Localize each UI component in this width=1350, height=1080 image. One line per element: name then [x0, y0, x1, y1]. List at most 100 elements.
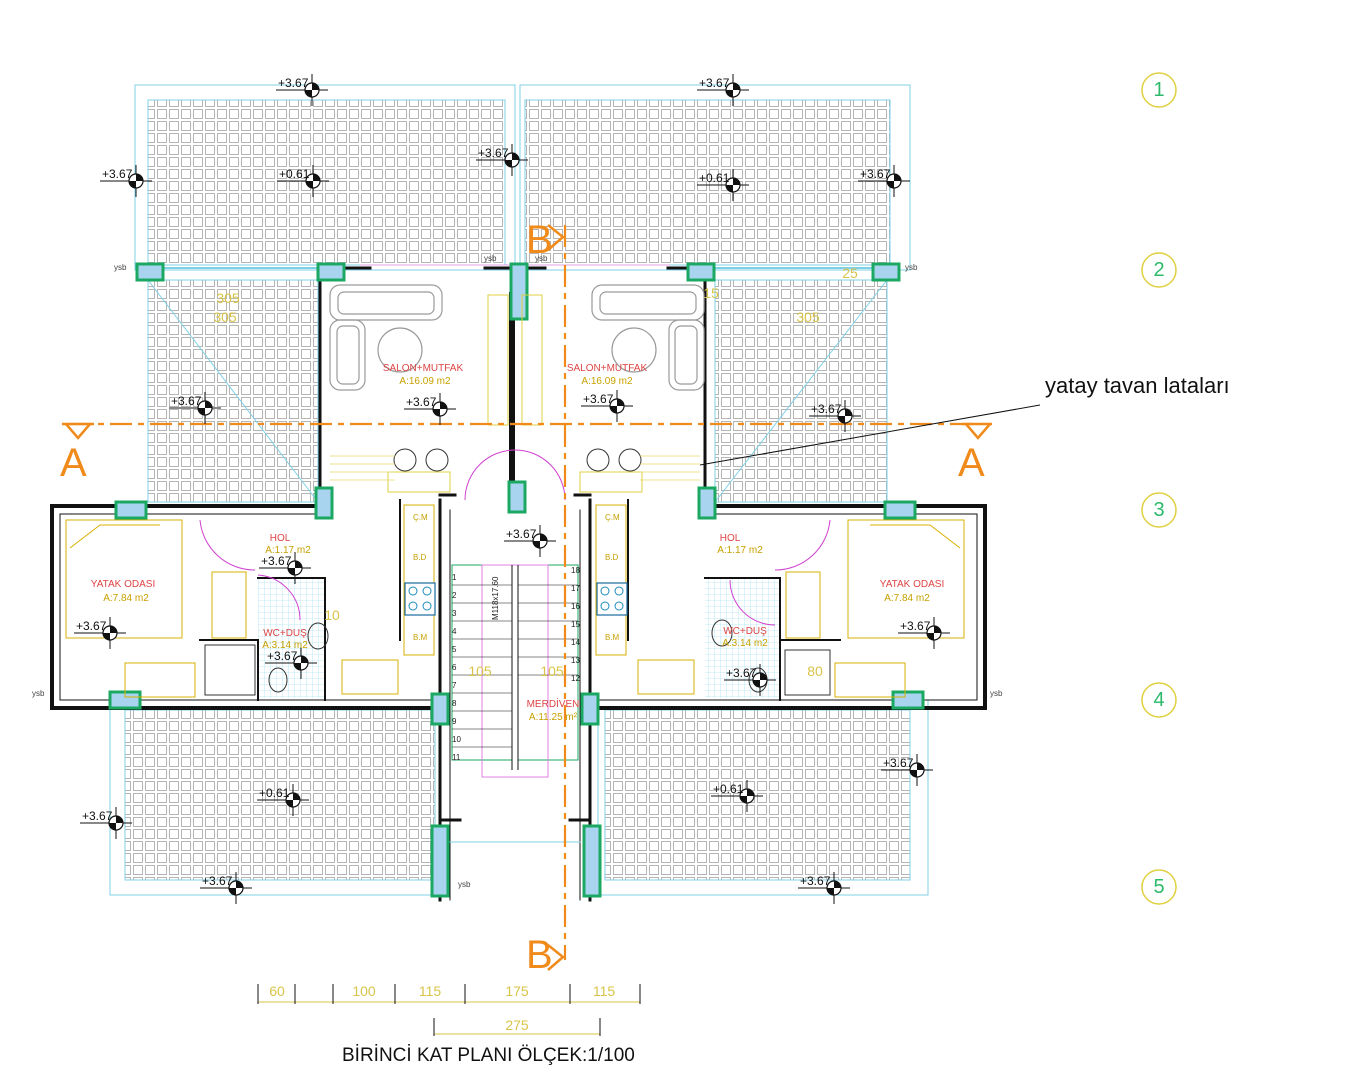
room-label-salon-left: SALON+MUTFAK — [383, 363, 464, 374]
balcony-left-upper — [147, 279, 319, 503]
elevation-marker-tr_mid: +0.61 — [697, 169, 749, 201]
room-label-wc-right: WC+DUŞ — [723, 626, 767, 637]
section-label-a-right: A — [958, 441, 985, 485]
bed-right — [785, 519, 965, 698]
room-label-stair: MERDİVEN — [527, 697, 580, 710]
elevation-marker-wc_right: +3.67 — [724, 664, 776, 696]
axis-label-2: 2 — [1153, 259, 1164, 281]
elevation-marker-tl_top: +3.67 — [276, 74, 328, 106]
stair-step-right-18: 18 — [571, 566, 580, 575]
elevation-markers: +3.67 +3.67 +3.67 +3.67 +0.61 +0.61 +3.67 +3.67… — [74, 74, 950, 904]
stair-step-left-11: 11 — [452, 753, 461, 762]
stair-step-left-5: 5 — [452, 645, 457, 654]
elevation-value-tr_mid: +0.61 — [699, 171, 730, 185]
stair-step-left-6: 6 — [452, 663, 457, 672]
sofa-left — [329, 284, 443, 391]
inner-dim-105-right: 105 — [540, 663, 564, 679]
room-area-wc-left: A:3.14 m2 — [262, 640, 308, 651]
axis-label-1: 1 — [1153, 79, 1164, 101]
fixture-bm-left: B.M — [413, 633, 428, 642]
elevation-value-hol_left: +3.67 — [261, 554, 292, 568]
elevation-value-tl_mid: +0.61 — [279, 167, 310, 181]
section-label-b-top: B — [526, 218, 553, 262]
room-area-hol-right: A:1.17 m2 — [717, 545, 763, 556]
fixture-bd-left: B.D — [413, 553, 427, 562]
room-label-hol-right: HOL — [720, 533, 741, 544]
ysb-label-4: ysb — [905, 263, 918, 272]
fixture-bm-right: B.M — [605, 633, 620, 642]
stair-step-right-12: 12 — [571, 674, 580, 683]
elevation-value-bal_right: +3.67 — [811, 402, 842, 416]
elevation-value-bl_left: +3.67 — [82, 809, 113, 823]
bottom-dimension-line — [257, 984, 641, 1036]
elevation-marker-stair: +3.67 — [504, 525, 556, 557]
room-area-salon-left: A:16.09 m2 — [399, 376, 451, 387]
inner-dim-10: 10 — [324, 607, 340, 623]
elevation-value-bed_left: +3.67 — [76, 619, 107, 633]
drawing-title: BİRİNCİ KAT PLANI ÖLÇEK:1/100 — [342, 1045, 635, 1066]
stair-spec: M118x17.60 — [491, 576, 500, 620]
kitchen-units — [341, 504, 695, 695]
stair-step-right-13: 13 — [571, 656, 580, 665]
elevation-value-bed_right: +3.67 — [900, 619, 931, 633]
elevation-value-tr_top: +3.67 — [699, 76, 730, 90]
elevation-marker-bed_right: +3.67 — [898, 617, 950, 649]
stair-step-left-8: 8 — [452, 699, 457, 708]
annotation-ceiling-slats: yatay tavan lataları — [1045, 373, 1230, 398]
room-label-hol-left: HOL — [270, 533, 291, 544]
elevation-value-bal_left: +3.67 — [171, 394, 202, 408]
axis-bubble-3: 3 — [1141, 492, 1177, 528]
elevation-value-br_mid: +0.61 — [713, 782, 744, 796]
stair-step-left-1: 1 — [452, 573, 457, 582]
section-lines — [70, 225, 975, 960]
elevation-value-tl_left: +3.67 — [102, 167, 133, 181]
room-area-bed-right: A:7.84 m2 — [884, 593, 930, 604]
elevation-value-bl_bottom: +3.67 — [202, 874, 233, 888]
elevation-marker-tr_right: +3.67 — [858, 165, 910, 197]
elevation-marker-bed_left: +3.67 — [74, 617, 126, 649]
stair-step-right-15: 15 — [571, 620, 580, 629]
axis-bubble-1: 1 — [1141, 72, 1177, 108]
elevation-marker-hol_left: +3.67 — [259, 552, 311, 584]
section-label-a-left: A — [60, 441, 87, 485]
elevation-value-bl_mid: +0.61 — [259, 786, 290, 800]
room-label-wc-left: WC+DUŞ — [263, 628, 307, 639]
elevation-marker-bl_right: +3.67 — [881, 754, 933, 786]
ysb-label-7: ysb — [458, 880, 471, 889]
room-label-bed-left: YATAK ODASI — [91, 579, 155, 590]
section-marker-a — [62, 224, 992, 971]
inner-dim-80: 80 — [807, 663, 823, 679]
elevation-marker-br_mid: +0.61 — [711, 780, 763, 812]
ysb-label-6: ysb — [990, 689, 1003, 698]
bottom-dim-175: 175 — [505, 983, 529, 999]
bottom-dim-60: 60 — [269, 983, 285, 999]
elevation-value-wc_right: +3.67 — [726, 666, 757, 680]
elevation-marker-wc_left: +3.67 — [265, 647, 317, 679]
ysb-label-5: ysb — [32, 689, 45, 698]
elevation-value-wc_left: +3.67 — [267, 649, 298, 663]
inner-dim-105-left: 105 — [468, 663, 492, 679]
elevation-value-bl_right: +3.67 — [883, 756, 914, 770]
room-area-wc-right: A:3.14 m2 — [722, 638, 768, 649]
stair-step-left-4: 4 — [452, 627, 457, 636]
sofa-right — [591, 284, 705, 391]
room-area-hol-left: A:1.17 m2 — [265, 545, 311, 556]
ysb-label-1: ysb — [114, 263, 127, 272]
elevation-marker-bl_bottom: +3.67 — [200, 872, 252, 904]
stair-step-left-10: 10 — [452, 735, 461, 744]
bottom-dim-100: 100 — [352, 983, 376, 999]
elevation-marker-bl_mid: +0.61 — [257, 784, 309, 816]
stair-step-right-16: 16 — [571, 602, 580, 611]
axis-bubble-2: 2 — [1141, 252, 1177, 288]
inner-dim-305-left-b: 305 — [213, 309, 237, 325]
elevation-value-br_bottom: +3.67 — [800, 874, 831, 888]
elevation-marker-bal_right: +3.67 — [809, 400, 861, 432]
stair-step-right-17: 17 — [571, 584, 580, 593]
room-area-stair: A:11.25 m² — [529, 712, 578, 723]
elevation-marker-br_bottom: +3.67 — [798, 872, 850, 904]
elevation-value-salon_right: +3.67 — [583, 392, 614, 406]
axis-bubble-5: 5 — [1141, 869, 1177, 905]
elevation-marker-salon_left: +3.67 — [404, 393, 456, 425]
